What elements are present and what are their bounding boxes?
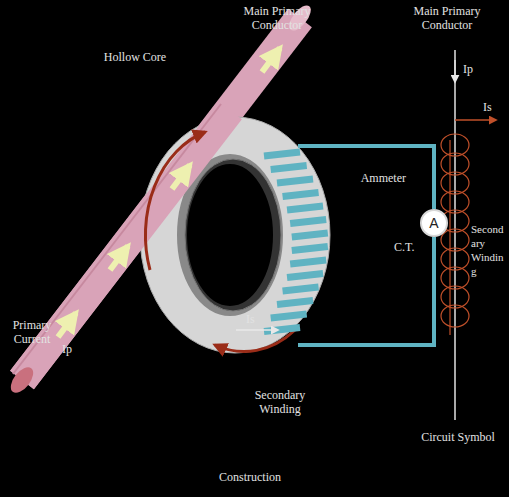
- label: Secondary Winding: [471, 222, 507, 278]
- winding-turn: [277, 179, 313, 183]
- secondary-winding: [264, 152, 328, 332]
- label: Hollow Core: [95, 50, 175, 64]
- coil-symbol: [449, 140, 450, 335]
- winding-turn: [271, 314, 307, 318]
- primary-conductor-front: [22, 110, 230, 380]
- secondary-wire: [298, 237, 434, 345]
- label: Main Primary Conductor: [222, 4, 332, 32]
- flux-arrow: [215, 330, 295, 352]
- label: Is: [483, 100, 503, 114]
- coil-loop: [441, 305, 469, 327]
- ammeter-symbol: A: [422, 211, 446, 235]
- is-arrow: [455, 119, 462, 121]
- winding-turn: [290, 260, 326, 264]
- label: Main Primary Conductor: [392, 4, 502, 32]
- core-inner: [182, 159, 278, 311]
- winding-turn: [271, 166, 307, 170]
- winding-turn: [290, 220, 326, 224]
- current-arrow: [58, 313, 76, 337]
- label: C.T.: [394, 240, 424, 254]
- is-arrow: [462, 119, 496, 121]
- label: Primary Current: [2, 318, 62, 346]
- winding-turn: [283, 193, 319, 197]
- label: Secondary Winding: [240, 388, 320, 416]
- label: Is: [246, 312, 266, 326]
- label: Construction: [205, 470, 295, 484]
- winding-turn: [287, 274, 323, 278]
- current-arrow: [172, 165, 190, 189]
- winding-turn: [264, 152, 300, 156]
- winding-turn: [292, 233, 328, 237]
- winding-turn: [292, 247, 328, 251]
- flux-arrow: [145, 132, 205, 270]
- ammeter-circle: AAmmeter: [420, 209, 448, 237]
- current-arrow: [262, 48, 280, 72]
- ammeter-label: Ammeter: [361, 171, 406, 186]
- winding-turn: [283, 287, 319, 291]
- secondary-wire: [298, 146, 434, 209]
- symbol-conductor: [454, 50, 456, 420]
- conductor-end: [6, 363, 37, 396]
- winding-turn: [277, 301, 313, 305]
- label: Circuit Symbol: [418, 430, 498, 444]
- ip-arrow: [454, 60, 456, 82]
- hollow-core: [140, 117, 330, 353]
- label: Ip: [463, 62, 483, 76]
- current-arrow: [110, 246, 128, 270]
- winding-turn: [287, 206, 323, 210]
- is-arrow: [236, 329, 278, 331]
- label: Ip: [62, 342, 82, 356]
